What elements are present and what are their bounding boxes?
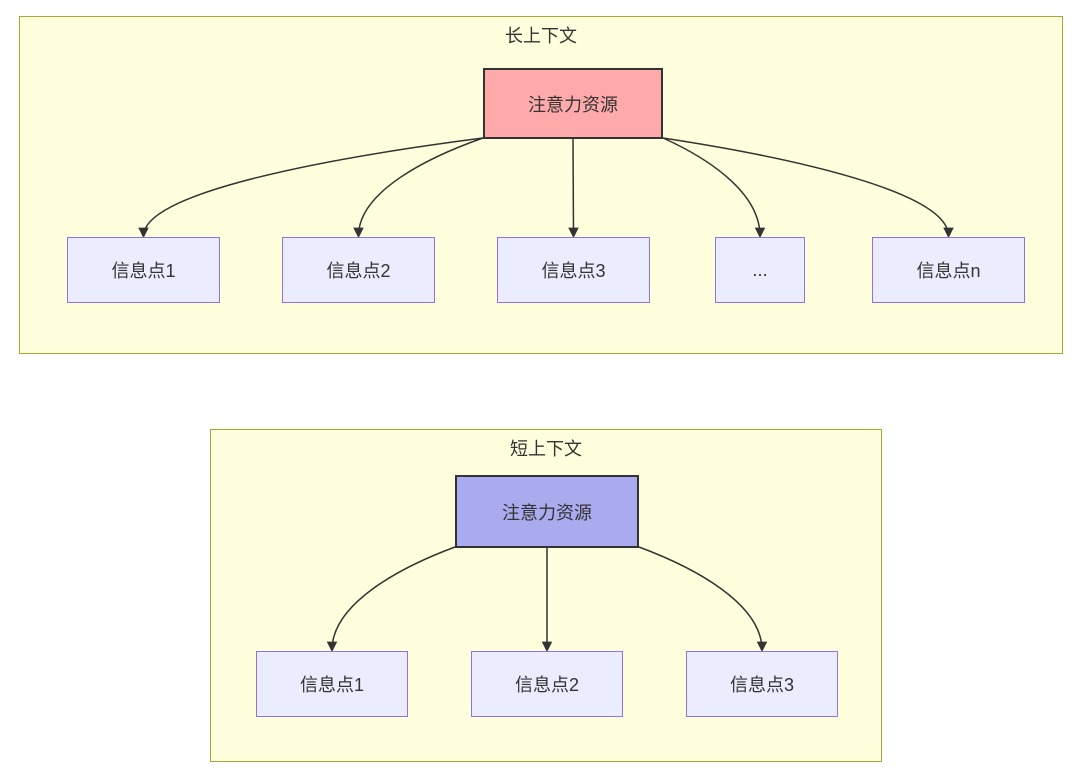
attention-resource-label: 注意力资源 <box>528 94 618 115</box>
info-point-n-box-long: 信息点n <box>872 237 1025 303</box>
info-point-ellipsis-box-long: ... <box>715 237 805 303</box>
info-point-label: 信息点2 <box>514 675 579 695</box>
long-context-panel: 长上下文 注意力资源 信息点1 信息点2 信息点3 ... 信息点n <box>19 16 1063 354</box>
info-point-label: 信息点1 <box>111 261 176 281</box>
info-point-3-box-long: 信息点3 <box>497 237 650 303</box>
info-point-label: 信息点3 <box>541 261 606 281</box>
info-point-2-box-long: 信息点2 <box>282 237 435 303</box>
info-point-1-box-short: 信息点1 <box>256 651 408 717</box>
info-point-1-box-long: 信息点1 <box>67 237 220 303</box>
attention-resource-box-long: 注意力资源 <box>483 68 663 139</box>
info-point-label: 信息点3 <box>729 675 794 695</box>
info-point-label: ... <box>752 259 768 280</box>
attention-resource-label: 注意力资源 <box>502 502 592 523</box>
attention-resource-box-short: 注意力资源 <box>455 475 639 548</box>
info-point-3-box-short: 信息点3 <box>686 651 838 717</box>
short-context-panel: 短上下文 注意力资源 信息点1 信息点2 信息点3 <box>210 429 882 762</box>
panel-title-long-context: 长上下文 <box>505 26 577 46</box>
panel-title-short-context: 短上下文 <box>510 439 582 459</box>
info-point-label: 信息点2 <box>326 261 391 281</box>
info-point-label: 信息点n <box>916 261 981 281</box>
info-point-label: 信息点1 <box>299 675 364 695</box>
info-point-2-box-short: 信息点2 <box>471 651 623 717</box>
